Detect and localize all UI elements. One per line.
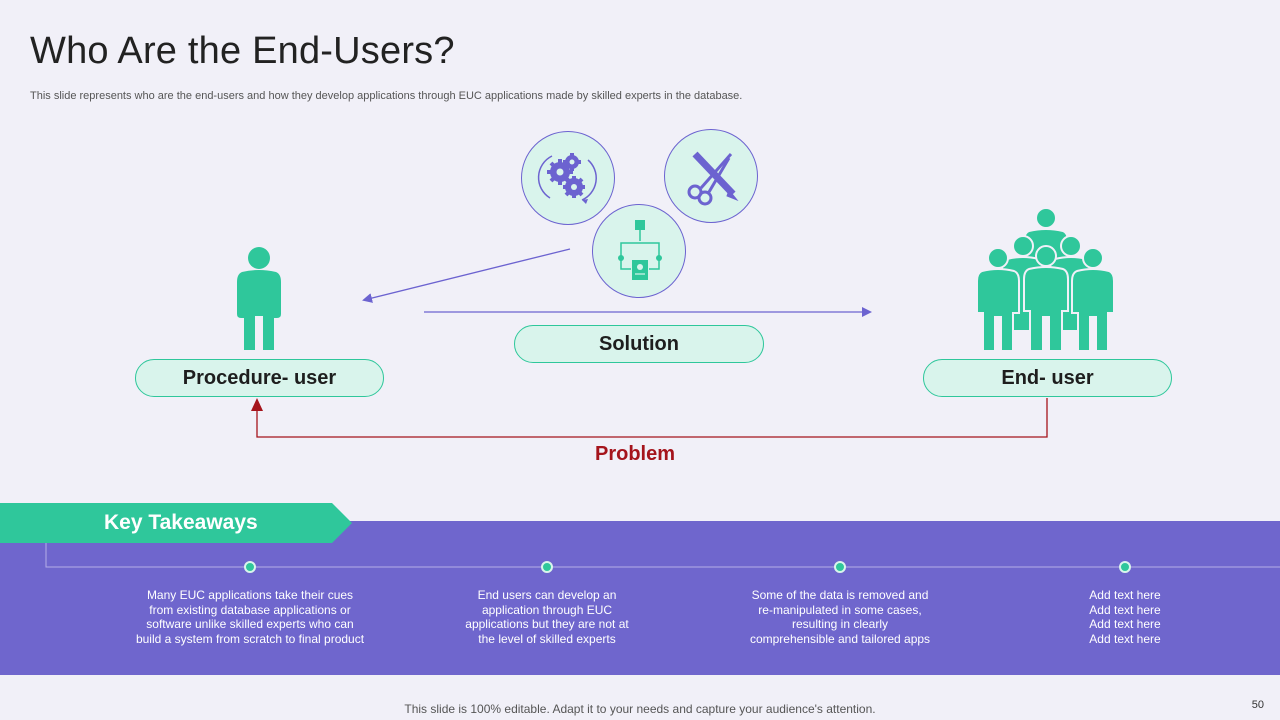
takeaways-banner bbox=[0, 503, 352, 543]
takeaways-heading: Key Takeaways bbox=[104, 511, 258, 534]
slide-title: Who Are the End-Users? bbox=[30, 30, 455, 72]
takeaway-2: End users can develop an application thr… bbox=[465, 588, 629, 646]
gears-icon bbox=[537, 153, 597, 204]
timeline-dot bbox=[541, 561, 553, 573]
flowchart-circle bbox=[592, 204, 686, 298]
timeline-dot bbox=[244, 561, 256, 573]
slide-subtitle: This slide represents who are the end-us… bbox=[30, 90, 743, 102]
gears-circle bbox=[521, 131, 615, 225]
timeline-dot bbox=[834, 561, 846, 573]
group-icon bbox=[976, 207, 1115, 352]
problem-label: Problem bbox=[594, 443, 676, 465]
takeaways-timeline bbox=[45, 543, 1280, 573]
problem-arrow bbox=[256, 398, 1048, 438]
footer-note: This slide is 100% editable. Adapt it to… bbox=[404, 702, 876, 716]
takeaways-band bbox=[0, 521, 1280, 675]
procedure-user-label: Procedure- user bbox=[135, 359, 384, 397]
takeaway-4: Add text here Add text here Add text her… bbox=[1089, 588, 1161, 646]
arrow-to-procedure-user bbox=[362, 248, 571, 303]
page-number: 50 bbox=[1251, 699, 1264, 711]
person-icon bbox=[237, 247, 281, 350]
takeaway-3: Some of the data is removed and re-manip… bbox=[749, 588, 931, 646]
flowchart-icon bbox=[618, 220, 662, 280]
solution-label: Solution bbox=[514, 325, 764, 363]
takeaway-1: Many EUC applications take their cues fr… bbox=[135, 588, 365, 646]
end-user-label: End- user bbox=[923, 359, 1172, 397]
timeline-dot bbox=[1119, 561, 1131, 573]
pencil-scissors-icon bbox=[687, 151, 739, 206]
tools-circle bbox=[664, 129, 758, 223]
